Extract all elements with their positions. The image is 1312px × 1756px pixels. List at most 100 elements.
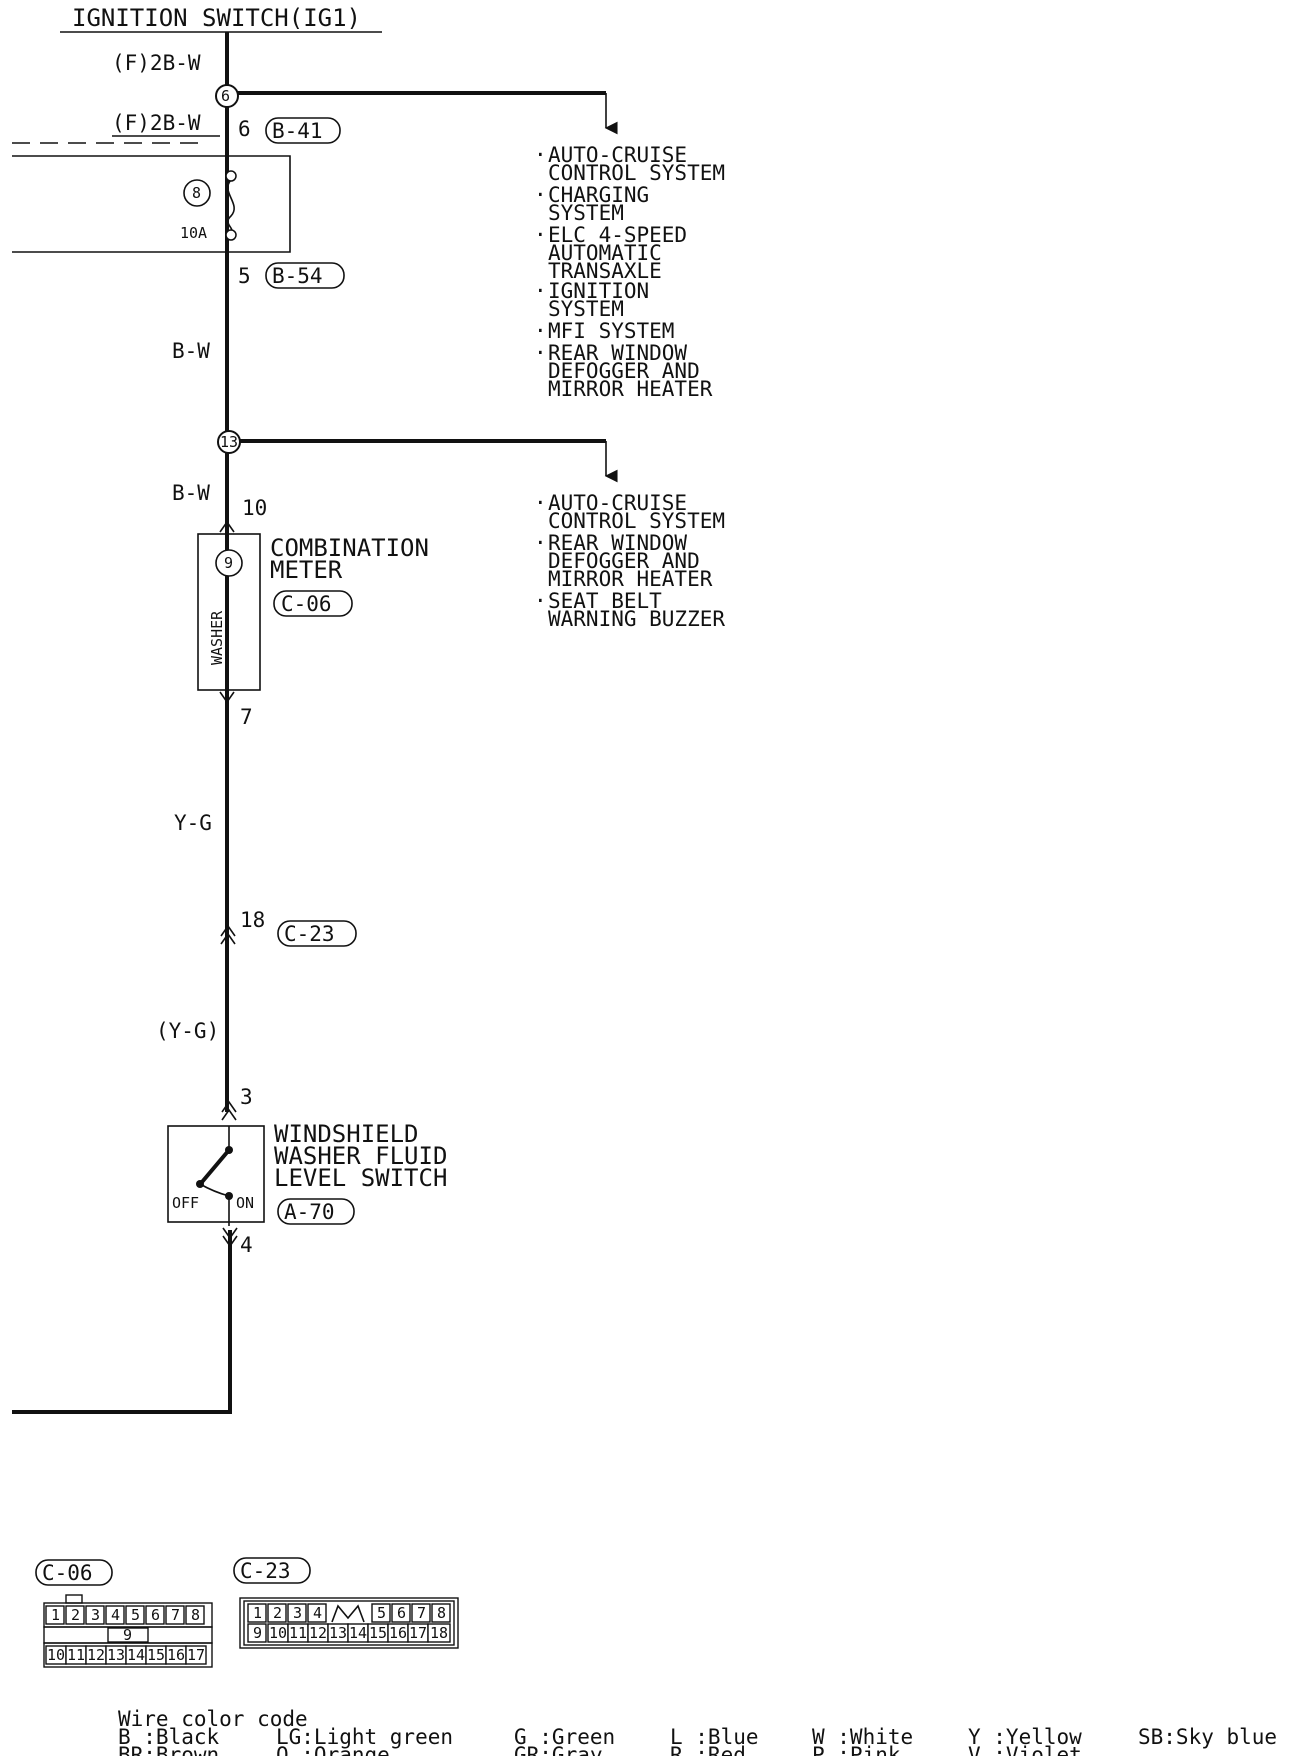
legend-title: Wire color code xyxy=(118,1707,308,1731)
pinout-c23-pin-7 xyxy=(411,1603,431,1623)
pinout-c23-pin-3 xyxy=(287,1603,307,1623)
wire-label-6: (Y-G) xyxy=(156,1019,219,1043)
switch-title-1: WINDSHIELD xyxy=(274,1120,419,1148)
pinout-c06-label-13: 13 xyxy=(107,1646,125,1664)
legend-white: W :White xyxy=(812,1725,913,1749)
pinout-c23-pin-6 xyxy=(391,1603,411,1623)
legend-black: B :Black xyxy=(118,1725,220,1749)
pinout-c06-key xyxy=(65,1594,83,1604)
branch1-line-8: IGNITION xyxy=(548,279,649,303)
legend-orange: O :Orange xyxy=(276,1743,390,1756)
switch-off-label: OFF xyxy=(172,1194,199,1212)
branch2-bullet-1: · xyxy=(534,491,547,515)
pinout-c06-pin-9 xyxy=(107,1627,149,1643)
pinout-c23-lock-tab xyxy=(331,1604,365,1623)
connector-c06-label: C-06 xyxy=(281,592,332,616)
connector-a70-label: A-70 xyxy=(284,1200,335,1224)
pinout-c23-label-9: 9 xyxy=(253,1624,262,1642)
pinout-c23-label-12: 12 xyxy=(309,1624,327,1642)
pinout-c23-label-6: 6 xyxy=(397,1604,406,1622)
pinout-c23-label-10: 10 xyxy=(269,1624,287,1642)
pin-c06-in: 10 xyxy=(242,496,267,520)
pinout-c23-pin-2 xyxy=(267,1603,287,1623)
branch2-line-1: AUTO-CRUISE xyxy=(548,491,687,515)
terminal-arrow-c23-b xyxy=(220,924,236,937)
branch1-bullet-4: · xyxy=(534,279,547,303)
washer-indicator-number: 9 xyxy=(224,554,233,572)
pinout-c06-label-16: 16 xyxy=(167,1646,185,1664)
pinout-c06-label-10: 10 xyxy=(47,1646,65,1664)
branch1-bullet-2: · xyxy=(534,183,547,207)
wire-label-5: Y-G xyxy=(174,811,212,835)
pinout-c06: 1 2 3 4 5 6 7 8 9 10 11 12 13 14 15 16 1… xyxy=(43,1594,213,1668)
connector-c23-label: C-23 xyxy=(284,922,335,946)
branch2-bullet-2: · xyxy=(534,531,547,555)
pinout-c23-pin-4 xyxy=(307,1603,327,1623)
legend-violet: V :Violet xyxy=(968,1743,1082,1756)
legend-light-green: LG:Light green xyxy=(276,1725,453,1749)
connector-b41-badge xyxy=(265,117,341,144)
pinout-c23-label-17: 17 xyxy=(409,1624,427,1642)
branch1-line-10: MFI SYSTEM xyxy=(548,319,674,343)
terminal-arrow-a70-out-a xyxy=(222,1227,238,1240)
pinout-c06-pin-5 xyxy=(125,1605,145,1625)
pinout-c06-pin-7 xyxy=(165,1605,185,1625)
pinout-c23-label-13: 13 xyxy=(329,1624,347,1642)
wire-color-legend: Wire color code B :Black BR:Brown LG:Lig… xyxy=(118,1707,1277,1756)
branch2-bullet-3: · xyxy=(534,589,547,613)
pinout-c23-pin-1 xyxy=(247,1603,267,1623)
terminal-arrow-c06-out xyxy=(219,691,235,704)
pinout-c23-inner-frame xyxy=(243,1600,455,1646)
washer-label: WASHER xyxy=(208,610,226,665)
connector-b54-label: B-54 xyxy=(272,264,323,288)
branch1-line-9: SYSTEM xyxy=(548,297,624,321)
pinout-c06-label-17: 17 xyxy=(187,1646,205,1664)
wire-label-2: (F)2B-W xyxy=(112,111,201,135)
pinout-c23-pin-5 xyxy=(371,1603,391,1623)
pinout-c06-label-14: 14 xyxy=(127,1646,145,1664)
switch-title-2: WASHER FLUID xyxy=(274,1142,447,1170)
pinout-c23-pin-18 xyxy=(427,1623,451,1643)
pinout-c06-pin-6 xyxy=(145,1605,165,1625)
branch1-line-12: DEFOGGER AND xyxy=(548,359,700,383)
branch1-bullet-3: · xyxy=(534,223,547,247)
branch1-bullet-1: · xyxy=(534,143,547,167)
junction-6-label: 6 xyxy=(221,87,230,105)
pinout-c23-label-3: 3 xyxy=(293,1604,302,1622)
terminal-arrow-a70-out-b xyxy=(222,1235,238,1248)
branch2-line-2: CONTROL SYSTEM xyxy=(548,509,725,533)
pinout-c23-title: C-23 xyxy=(240,1559,291,1583)
connector-c06-badge xyxy=(273,590,353,617)
pinout-c06-label-9: 9 xyxy=(123,1626,132,1644)
switch-on-label: ON xyxy=(236,1194,254,1212)
pinout-c06-label-7: 7 xyxy=(171,1606,180,1624)
legend-yellow: Y :Yellow xyxy=(968,1725,1082,1749)
wire-label-4: B-W xyxy=(172,481,210,505)
terminal-arrow-a70-in-a xyxy=(221,1108,237,1121)
connector-c23-badge xyxy=(277,920,357,947)
pinout-c06-pin-1 xyxy=(45,1605,65,1625)
junction-13 xyxy=(217,430,241,454)
fuse-top-terminal xyxy=(225,170,237,182)
branch1-line-13: MIRROR HEATER xyxy=(548,377,713,401)
pinout-c06-label-4: 4 xyxy=(111,1606,120,1624)
pinout-c06-label-6: 6 xyxy=(151,1606,160,1624)
meter-body xyxy=(197,533,261,691)
pinout-c23-label-15: 15 xyxy=(369,1624,387,1642)
pin-c23: 18 xyxy=(240,908,265,932)
switch-title-3: LEVEL SWITCH xyxy=(274,1164,447,1192)
legend-gray: GR:Gray xyxy=(514,1743,603,1756)
fuse-symbol xyxy=(227,179,235,235)
wire-label-3: B-W xyxy=(172,339,210,363)
pin-b54: 5 xyxy=(238,264,251,288)
pinout-c06-label-11: 11 xyxy=(67,1646,85,1664)
pin-a70-out: 4 xyxy=(240,1233,253,1257)
branch1-line-6: AUTOMATIC xyxy=(548,241,662,265)
switch-body xyxy=(167,1125,265,1223)
legend-green: G :Green xyxy=(514,1725,615,1749)
pinout-c23-label-16: 16 xyxy=(389,1624,407,1642)
branch2-list: · AUTO-CRUISE CONTROL SYSTEM · REAR WIND… xyxy=(534,491,725,631)
branch1-line-7: TRANSAXLE xyxy=(548,259,662,283)
pinout-c23-label-7: 7 xyxy=(417,1604,426,1622)
